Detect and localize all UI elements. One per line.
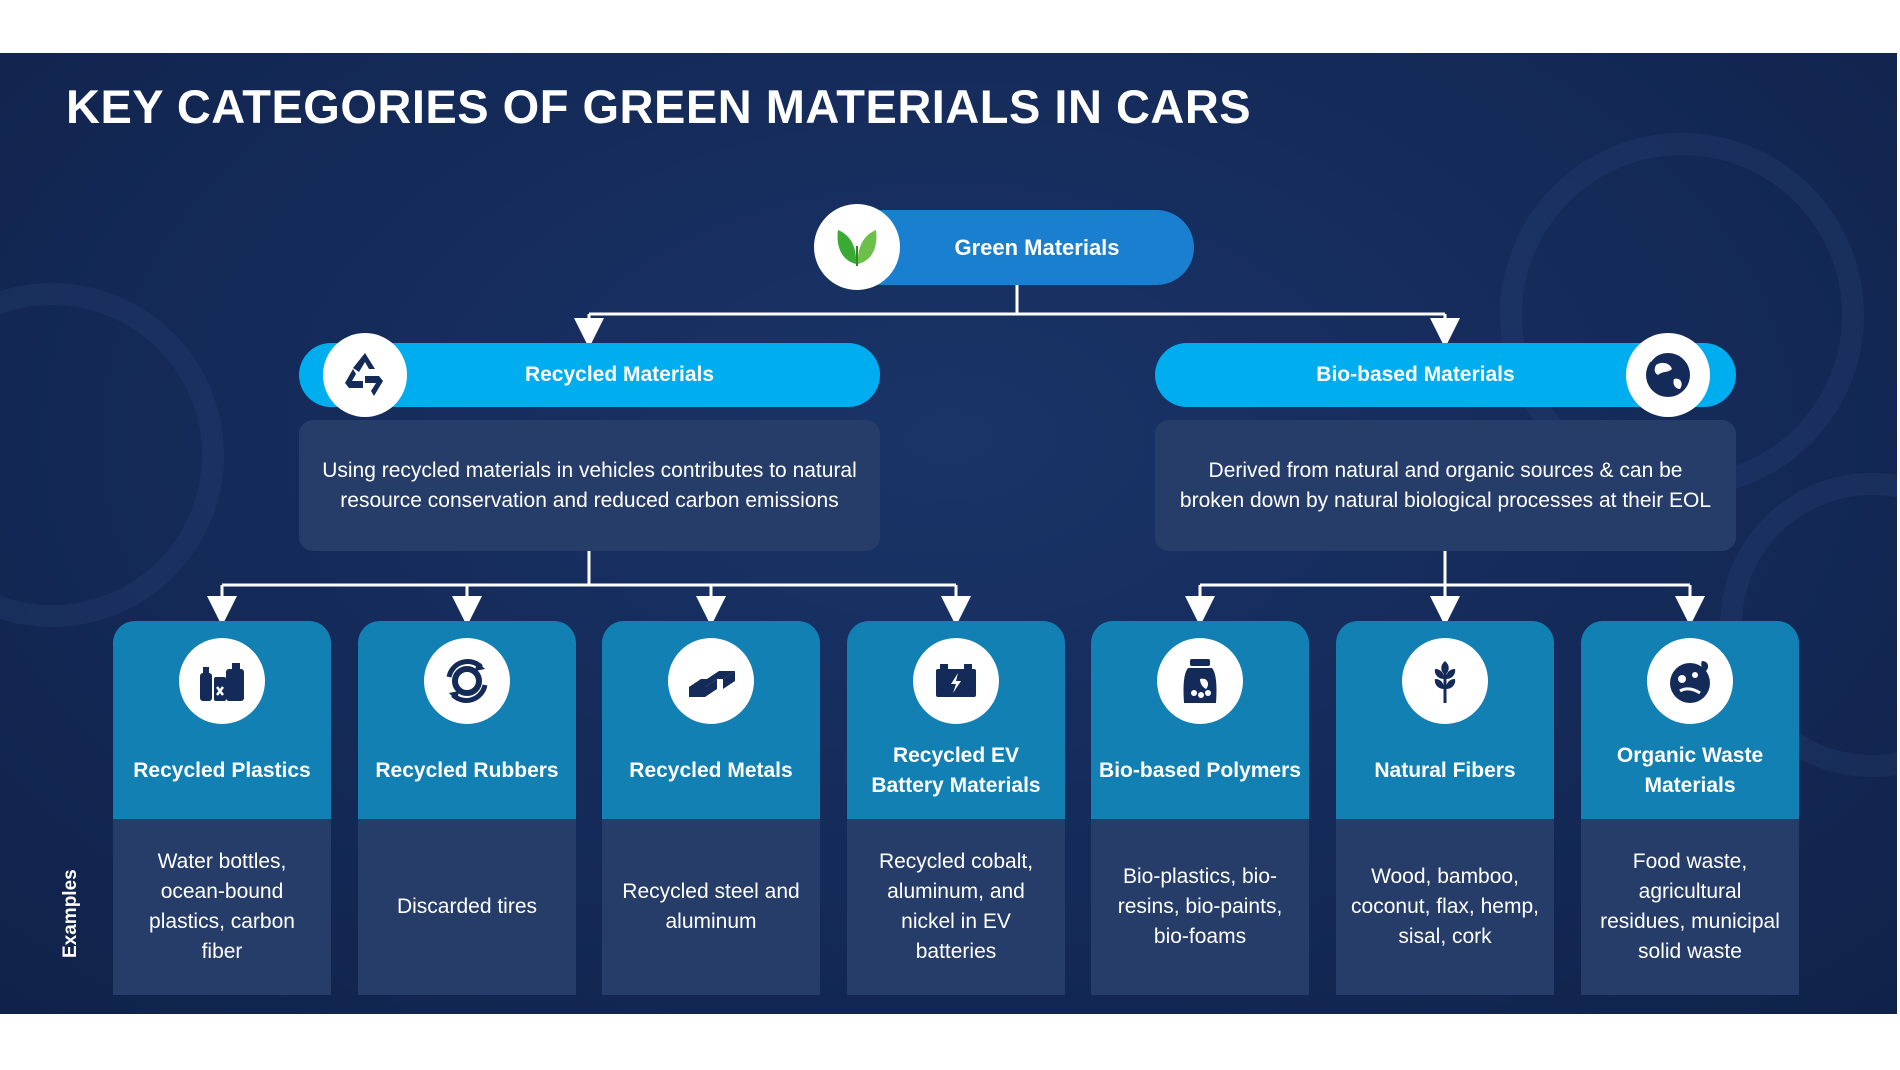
card-icon-circle [913, 638, 999, 724]
card-header: Bio-based Polymers [1091, 621, 1309, 819]
examples-row-label: Examples [60, 869, 81, 958]
bio-based-description: Derived from natural and organic sources… [1155, 420, 1736, 551]
plastic-bottles-icon [200, 663, 244, 701]
category-card-recycled-ev-battery: Recycled EV Battery Materials Recycled c… [847, 621, 1065, 995]
card-header: Natural Fibers [1336, 621, 1554, 819]
recycle-icon [345, 353, 383, 396]
card-title: Recycled Rubbers [375, 759, 559, 782]
plant-fiber-icon [1434, 661, 1456, 703]
root-label: Green Materials [954, 234, 1120, 260]
card-icon-circle [668, 638, 754, 724]
battery-icon [936, 664, 976, 697]
card-examples: Water bottles, ocean-bound plastics, car… [113, 819, 331, 995]
metal-bars-icon [689, 671, 735, 697]
tire-cycle-icon [446, 659, 488, 703]
card-examples: Wood, bamboo, coconut, flax, hemp, sisal… [1336, 819, 1554, 995]
card-examples: Recycled cobalt, aluminum, and nickel in… [847, 819, 1065, 995]
card-header: Recycled EV Battery Materials [847, 621, 1065, 819]
category-card-recycled-plastics: Recycled Plastics Water bottles, ocean-b… [113, 621, 331, 995]
bio-jar-icon [1183, 659, 1217, 703]
card-header: Organic Waste Materials [1581, 621, 1799, 819]
card-icon-circle [424, 638, 510, 724]
bio-based-materials-label: Bio-based Materials [1316, 363, 1515, 386]
card-title: Recycled EV Battery Materials [871, 744, 1041, 797]
green-materials-node: Green Materials [840, 210, 1194, 285]
card-header: Recycled Metals [602, 621, 820, 819]
leaf-icon [837, 230, 877, 266]
card-title: Organic Waste Materials [1616, 744, 1764, 797]
category-card-organic-waste: Organic Waste Materials Food waste, agri… [1581, 621, 1799, 995]
card-examples: Discarded tires [358, 819, 576, 995]
card-examples: Recycled steel and aluminum [602, 819, 820, 995]
page-title: KEY CATEGORIES OF GREEN MATERIALS IN CAR… [66, 80, 1252, 133]
organic-waste-icon [1670, 661, 1710, 703]
card-icon-circle [179, 638, 265, 724]
category-card-bio-based-polymers: Bio-based Polymers Bio-plastics, bio-res… [1091, 621, 1309, 995]
earth-cycle-icon [1646, 349, 1690, 397]
card-icon-circle [1157, 638, 1243, 724]
card-examples: Food waste, agricultural residues, munic… [1581, 819, 1799, 995]
recycled-materials-label: Recycled Materials [524, 363, 715, 386]
category-card-recycled-rubbers: Recycled Rubbers Discarded tires [358, 621, 576, 995]
category-card-recycled-metals: Recycled Metals Recycled steel and alumi… [602, 621, 820, 995]
card-icon-circle [1647, 638, 1733, 724]
connector-lines [207, 285, 1705, 626]
card-title: Natural Fibers [1374, 759, 1516, 782]
recycled-icon-circle [323, 333, 407, 417]
slide: KEY CATEGORIES OF GREEN MATERIALS IN CAR… [0, 53, 1897, 1014]
card-title: Recycled Plastics [133, 759, 311, 782]
recycled-description: Using recycled materials in vehicles con… [299, 420, 880, 551]
card-icon-circle [1402, 638, 1488, 724]
category-card-natural-fibers: Natural Fibers Wood, bamboo, coconut, fl… [1336, 621, 1554, 995]
card-title: Bio-based Polymers [1099, 759, 1301, 782]
card-title: Recycled Metals [629, 759, 793, 782]
bio-based-icon-circle [1626, 333, 1710, 417]
card-examples: Bio-plastics, bio-resins, bio-paints, bi… [1091, 819, 1309, 995]
card-header: Recycled Plastics [113, 621, 331, 819]
card-header: Recycled Rubbers [358, 621, 576, 819]
root-icon-circle [814, 204, 900, 290]
